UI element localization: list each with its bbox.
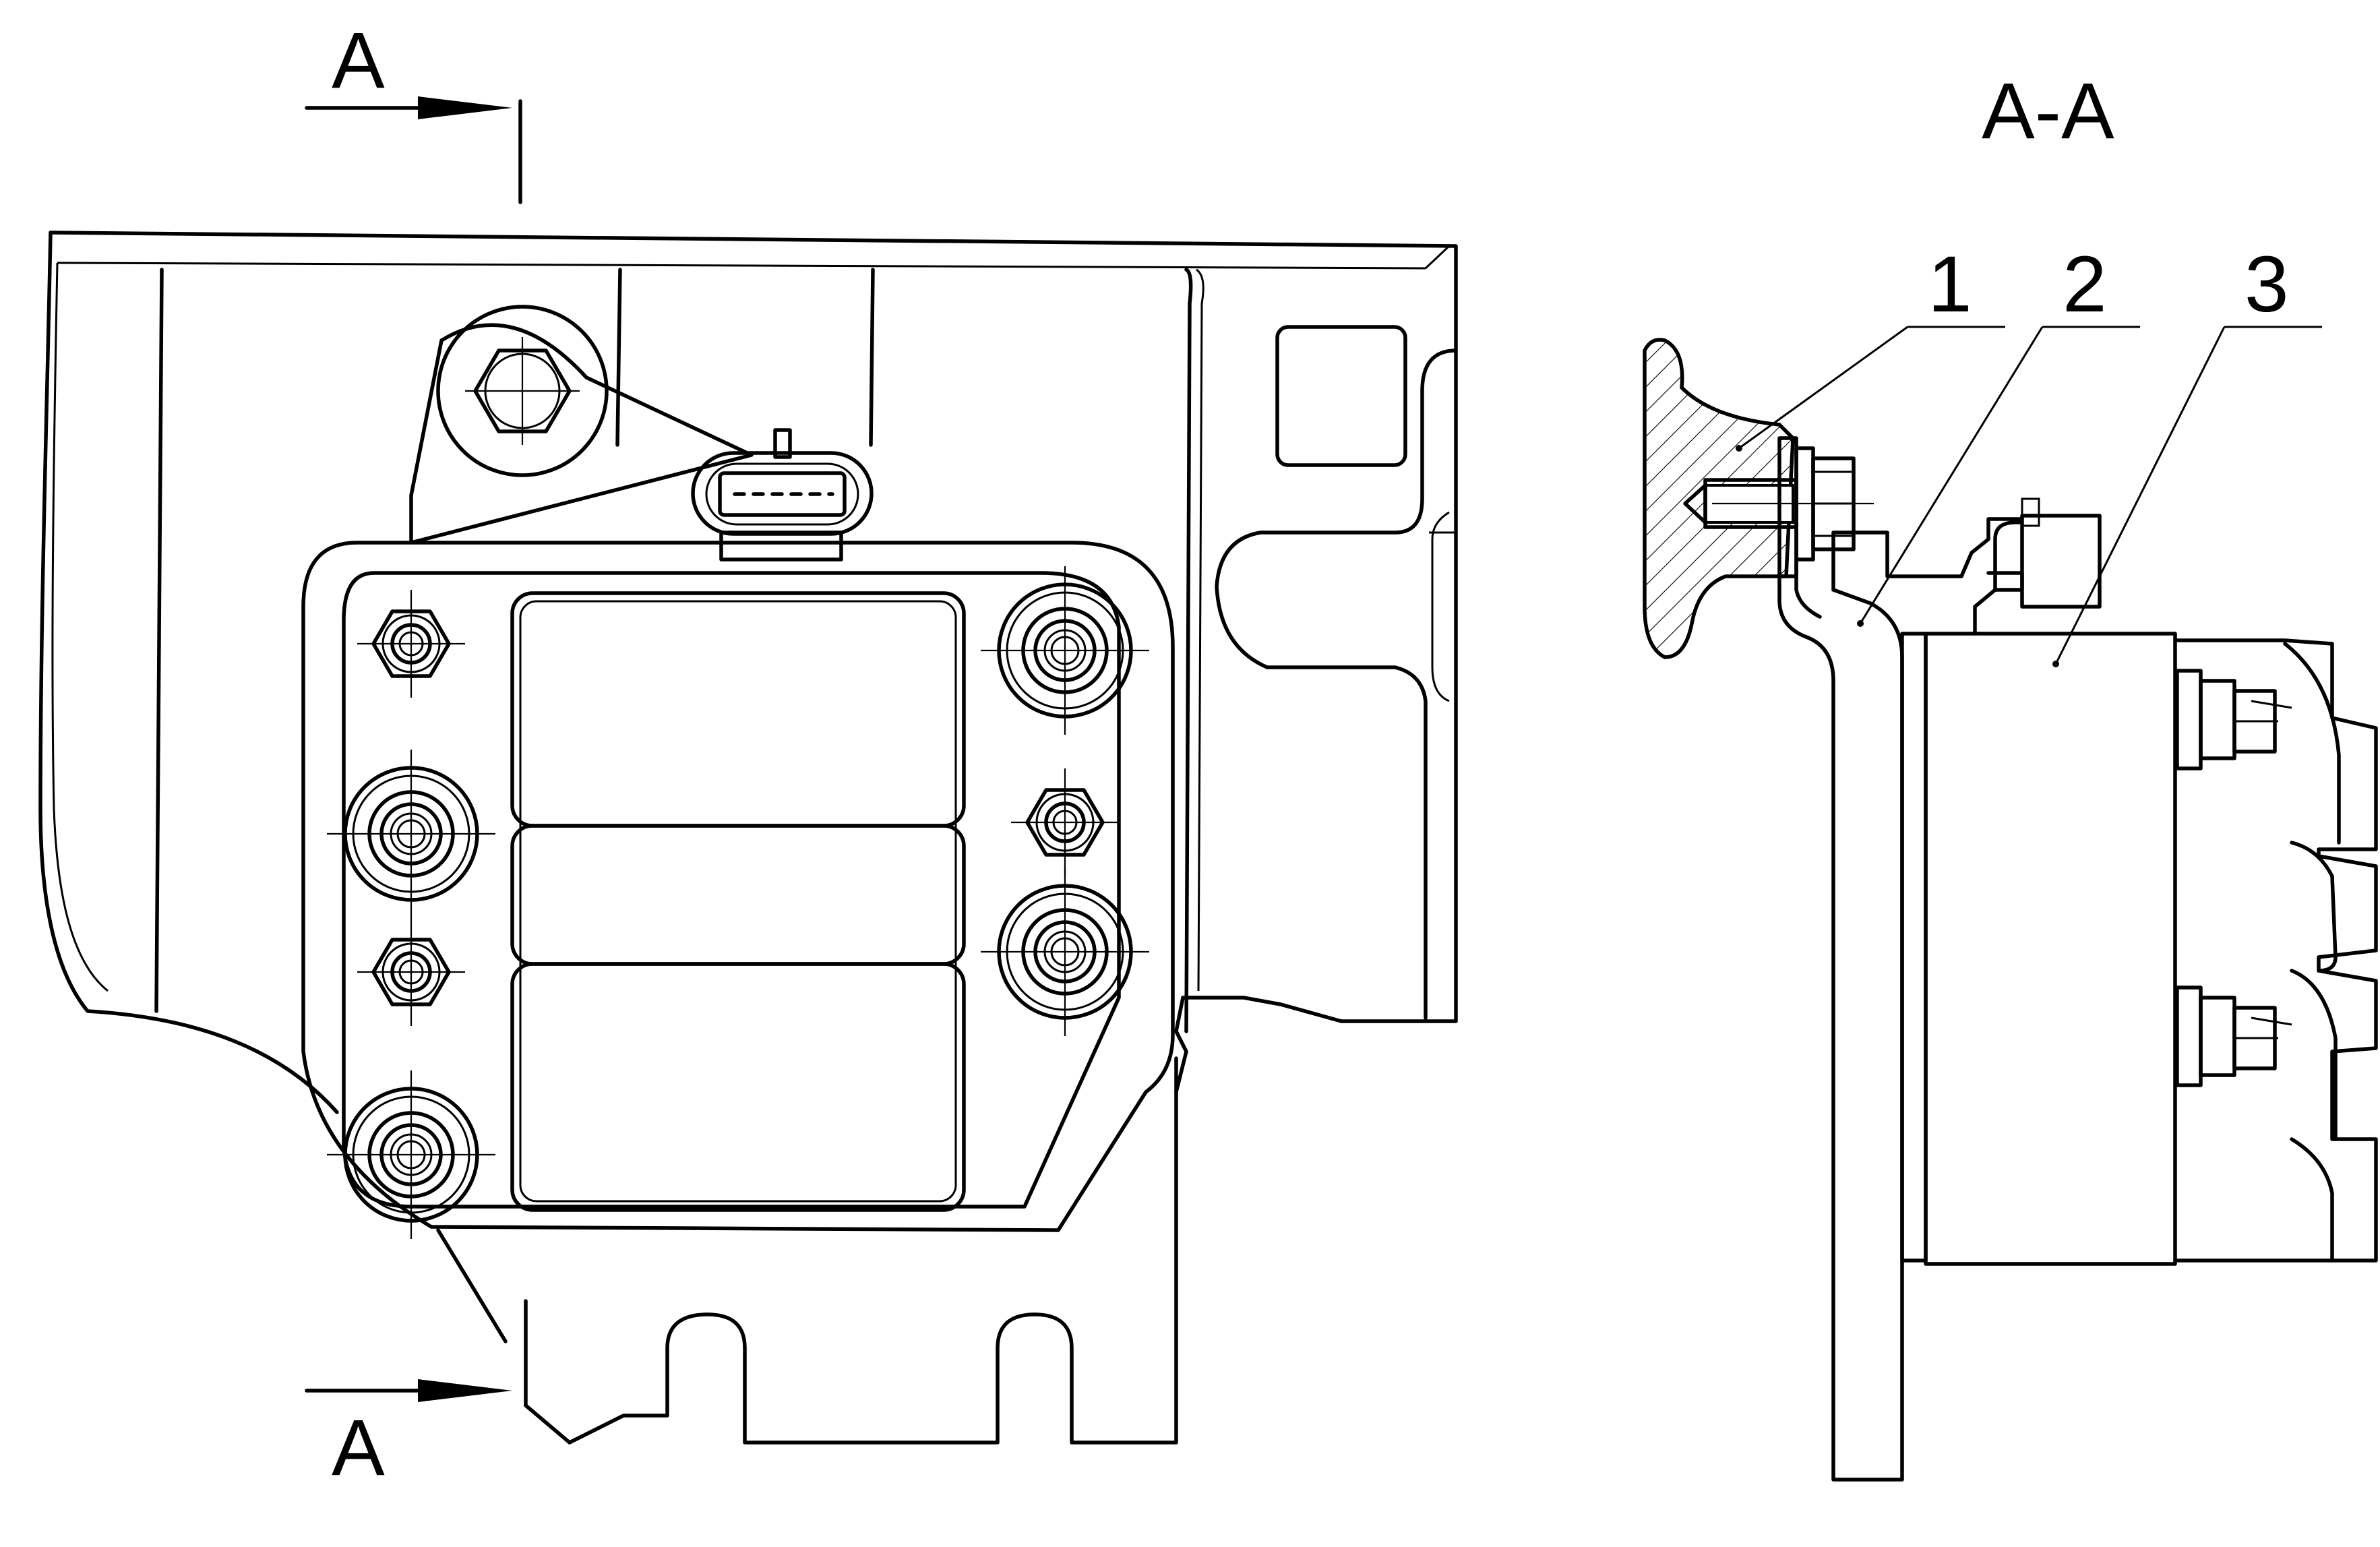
callout-3-label: 3 bbox=[2245, 240, 2289, 329]
section-letter-bottom: A bbox=[332, 1403, 385, 1492]
bolt-section bbox=[1683, 436, 1874, 578]
bolt-icon bbox=[981, 566, 1149, 735]
section-arrow-top: A bbox=[305, 16, 522, 204]
section-view: A-A bbox=[1643, 67, 2378, 1482]
ignition-module-section bbox=[1900, 497, 2378, 1266]
section-arrow-bottom: A bbox=[305, 1228, 528, 1492]
nut-icon bbox=[357, 590, 465, 698]
bolt-icon bbox=[327, 1070, 495, 1239]
electrical-connector bbox=[691, 428, 874, 562]
callout-2-label: 2 bbox=[2063, 240, 2107, 329]
bolt-icon bbox=[327, 750, 495, 918]
front-view: A A bbox=[38, 16, 1458, 1492]
callout-1-label: 1 bbox=[1928, 240, 1972, 329]
nut-icon bbox=[1011, 768, 1119, 876]
mounting-bracket bbox=[409, 305, 754, 545]
bolt-icon bbox=[981, 868, 1149, 1036]
nut-icon bbox=[357, 918, 465, 1026]
callouts: 1 2 3 bbox=[1736, 240, 2322, 667]
fasteners bbox=[327, 566, 1149, 1239]
section-view-title: A-A bbox=[1982, 67, 2114, 156]
section-letter-top: A bbox=[332, 16, 385, 105]
ignition-module bbox=[301, 541, 1175, 1232]
bracket-plate-section bbox=[1777, 517, 2024, 1482]
engine-housing bbox=[38, 231, 1458, 1114]
lower-bracket bbox=[524, 1056, 1178, 1445]
engine-flange-section bbox=[1643, 338, 1795, 659]
